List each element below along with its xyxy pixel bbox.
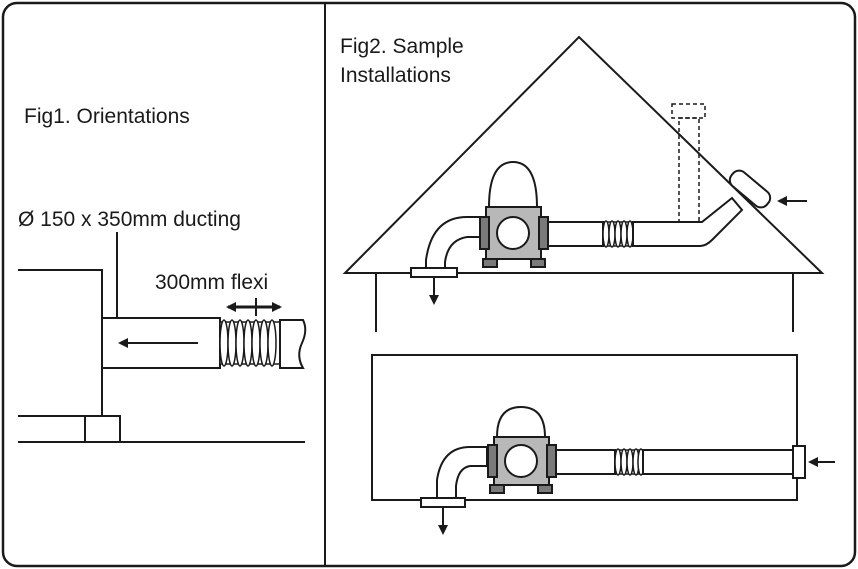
roof-terminal — [728, 169, 772, 209]
ceiling-duct-segment-b — [642, 449, 794, 475]
ceiling-elbow-duct — [436, 446, 488, 499]
loft-duct-segment-b — [632, 196, 744, 247]
ceiling-duct-segment-a — [555, 449, 616, 475]
flue-cap-dashed — [671, 103, 706, 119]
fig2-title-line1: Fig2. Sample — [340, 35, 464, 58]
ducting-label: Ø 150 x 350mm ducting — [18, 208, 241, 231]
fig2-panel: Fig2. Sample Installations — [340, 35, 835, 535]
loft-installation — [342, 35, 825, 332]
ceiling-installation — [371, 354, 835, 535]
fig2-title-line2: Installations — [340, 64, 451, 87]
double-arrow-icon — [226, 298, 282, 316]
loft-flexi — [602, 220, 634, 248]
fig1-title: Fig1. Orientations — [24, 105, 190, 128]
duct-continuation — [279, 319, 307, 369]
wall-outline — [18, 269, 103, 416]
wall-terminal — [792, 445, 806, 479]
ceiling-void-outline — [371, 354, 798, 501]
ceiling-flexi — [614, 448, 645, 476]
loft-ceiling-grille — [410, 267, 458, 278]
roof-outline — [342, 35, 825, 274]
fan-unit-icon — [479, 160, 549, 268]
ceiling-grille — [420, 497, 466, 508]
fig1-panel: Fig1. Orientations Ø 150 x 350mm ducting… — [18, 105, 307, 443]
loft-elbow-duct — [425, 216, 488, 269]
flexi-label: 300mm flexi — [155, 271, 268, 294]
loft-duct-segment-a — [547, 221, 604, 247]
flue-vertical-dashed — [678, 117, 700, 225]
fan-unit-icon — [487, 405, 557, 494]
joist-block — [84, 415, 121, 443]
flexi-duct — [219, 319, 281, 367]
